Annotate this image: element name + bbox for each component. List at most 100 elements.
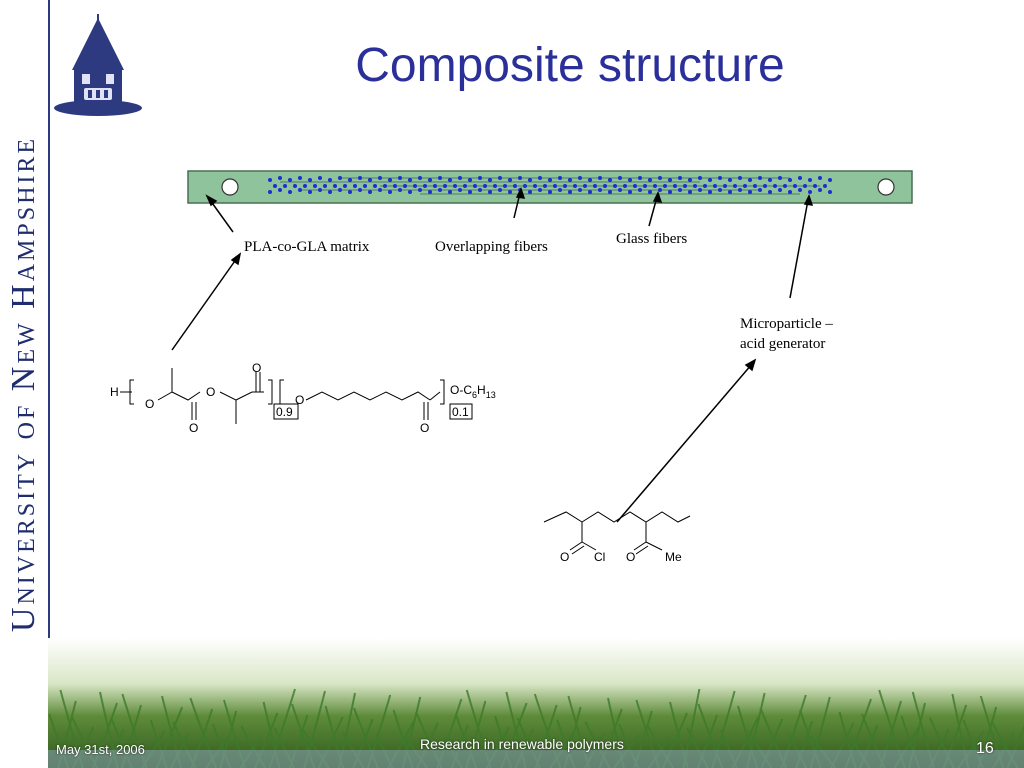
arrow-microparticle: [789, 199, 809, 299]
fiber-dot: [633, 184, 637, 188]
fiber-dot: [573, 184, 577, 188]
fiber-dot: [358, 176, 362, 180]
label-overlapping-fibers: Overlapping fibers: [435, 239, 548, 255]
fiber-dot: [688, 178, 692, 182]
fiber-dot: [643, 184, 647, 188]
fiber-dot: [428, 190, 432, 194]
fiber-dot: [593, 184, 597, 188]
fiber-dot: [728, 190, 732, 194]
acidgen-me: Me: [665, 550, 682, 564]
fiber-dot: [518, 176, 522, 180]
fiber-dot: [418, 188, 422, 192]
fiber-dot: [548, 178, 552, 182]
fiber-dot: [763, 184, 767, 188]
fiber-dot: [383, 184, 387, 188]
acid-generator-structure: [543, 511, 691, 555]
fiber-dot: [278, 176, 282, 180]
fiber-dot: [753, 184, 757, 188]
fiber-dot: [798, 188, 802, 192]
fiber-dot: [278, 188, 282, 192]
fiber-dot: [728, 178, 732, 182]
fiber-dot: [693, 184, 697, 188]
fiber-dot: [523, 184, 527, 188]
fiber-dot: [358, 188, 362, 192]
fiber-dot: [313, 184, 317, 188]
fiber-dot: [708, 190, 712, 194]
fiber-dots: [268, 176, 832, 194]
fiber-dot: [618, 176, 622, 180]
fiber-dot: [268, 190, 272, 194]
fiber-dot: [423, 184, 427, 188]
fiber-dot: [273, 184, 277, 188]
fiber-dot: [718, 176, 722, 180]
fiber-dot: [613, 184, 617, 188]
fiber-dot: [668, 178, 672, 182]
fiber-dot: [378, 188, 382, 192]
fiber-dot: [743, 184, 747, 188]
fiber-dot: [738, 188, 742, 192]
fiber-dot: [558, 176, 562, 180]
fiber-dot: [663, 184, 667, 188]
fiber-dot: [793, 184, 797, 188]
university-sidebar: University of New Hampshire: [0, 0, 50, 768]
arrow-matrix: [209, 199, 234, 233]
fiber-dot: [483, 184, 487, 188]
fiber-dot: [488, 178, 492, 182]
fiber-dot: [398, 176, 402, 180]
fiber-dot: [378, 176, 382, 180]
acidgen-cl: Cl: [594, 550, 605, 564]
fiber-dot: [658, 188, 662, 192]
fiber-dot: [808, 190, 812, 194]
fiber-dot: [563, 184, 567, 188]
fiber-dot: [338, 176, 342, 180]
fiber-dot: [568, 190, 572, 194]
fiber-dot: [668, 190, 672, 194]
fiber-dot: [623, 184, 627, 188]
fiber-dot: [408, 190, 412, 194]
fiber-dot: [308, 178, 312, 182]
fiber-dot: [813, 184, 817, 188]
fiber-dot: [363, 184, 367, 188]
fiber-dot: [318, 176, 322, 180]
fiber-dot: [758, 176, 762, 180]
fiber-dot: [443, 184, 447, 188]
fiber-dot: [673, 184, 677, 188]
fiber-dot: [788, 178, 792, 182]
fiber-dot: [553, 184, 557, 188]
fiber-dot: [818, 176, 822, 180]
fiber-dot: [638, 176, 642, 180]
fiber-dot: [288, 178, 292, 182]
fiber-dot: [473, 184, 477, 188]
fiber-dot: [608, 178, 612, 182]
footer-page-number: 16: [976, 740, 994, 757]
fiber-dot: [368, 178, 372, 182]
polymer-o-right: O: [295, 393, 304, 407]
fiber-dot: [398, 188, 402, 192]
fiber-dot: [658, 176, 662, 180]
fiber-dot: [493, 184, 497, 188]
fiber-dot: [638, 188, 642, 192]
fiber-dot: [683, 184, 687, 188]
fiber-dot: [808, 178, 812, 182]
fiber-dot: [323, 184, 327, 188]
fiber-dot: [768, 178, 772, 182]
cornfield-banner: [48, 638, 1024, 768]
fiber-dot: [778, 188, 782, 192]
arrow-acidgen-to-particle: [616, 363, 753, 523]
acidgen-o2: O: [626, 550, 635, 564]
fiber-dot: [783, 184, 787, 188]
fiber-dot: [453, 184, 457, 188]
fiber-dot: [418, 176, 422, 180]
fiber-dot: [698, 188, 702, 192]
label-glass-fibers: Glass fibers: [616, 231, 688, 247]
fiber-dot: [648, 190, 652, 194]
fiber-dot: [578, 176, 582, 180]
fiber-dot: [353, 184, 357, 188]
fiber-dot: [303, 184, 307, 188]
fiber-dot: [368, 190, 372, 194]
fiber-dot: [533, 184, 537, 188]
fiber-dot: [798, 176, 802, 180]
composite-bar: [187, 170, 913, 204]
fiber-dot: [438, 176, 442, 180]
fiber-dot: [268, 178, 272, 182]
